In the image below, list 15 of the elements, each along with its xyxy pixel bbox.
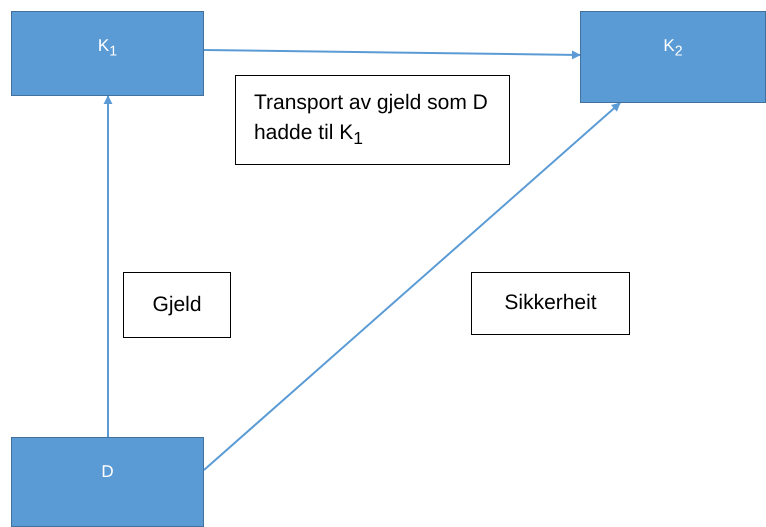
arrow	[204, 49, 581, 60]
process-box	[11, 11, 204, 96]
arrow	[203, 102, 621, 471]
note-box	[471, 272, 630, 335]
node-label: Gjeld	[152, 292, 202, 318]
note-box	[235, 75, 510, 165]
process-box	[11, 437, 204, 527]
node-label: Transport av gjeld som D hadde til K$_{1}$	[254, 90, 489, 151]
note-box	[123, 272, 231, 338]
node-label: D	[101, 461, 114, 483]
node-label: Sikkerheit	[504, 290, 597, 316]
arrow	[104, 95, 112, 437]
process-box	[580, 11, 766, 103]
node-label: K$_{2}$	[663, 35, 683, 62]
node-label: K$_{1}$	[98, 35, 118, 62]
